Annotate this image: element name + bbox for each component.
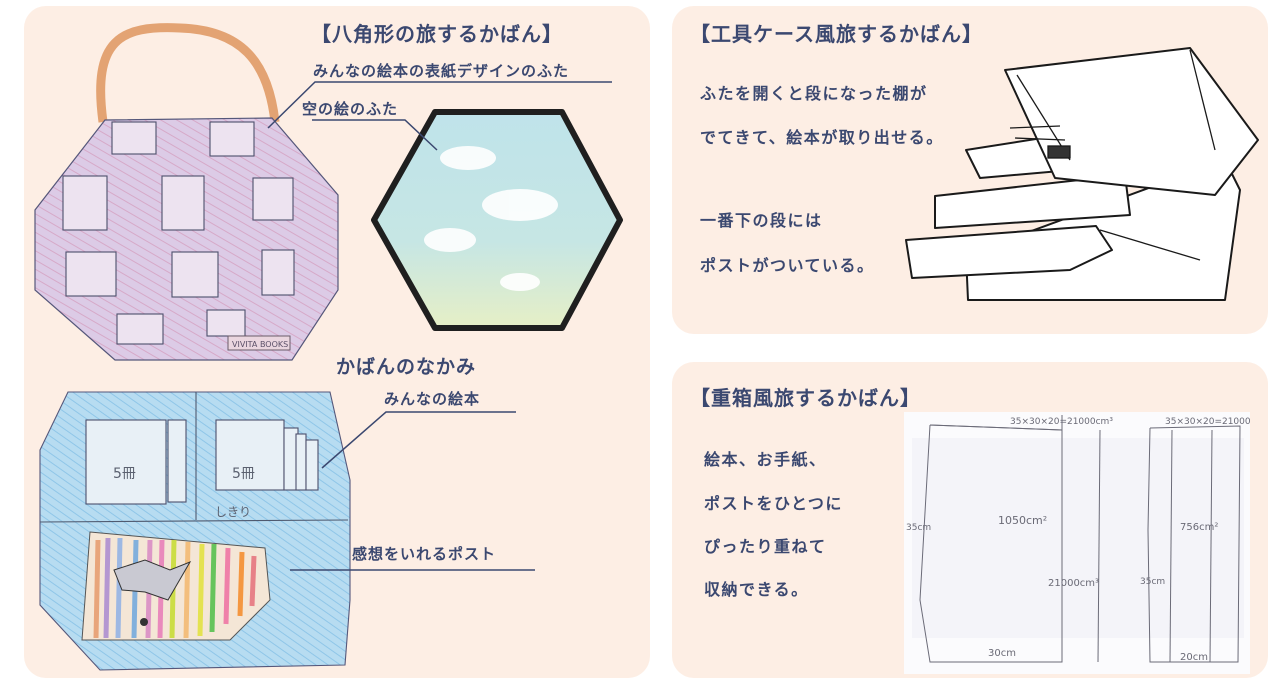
tool-case-title: 【工具ケース風旅するかばん】 xyxy=(690,22,983,46)
divider-note: しきり xyxy=(215,505,251,519)
sky-lid-label: 空の絵のふた xyxy=(302,100,399,118)
right-height-note: 35cm xyxy=(1140,577,1165,587)
tool-case-desc-line-1: ふたを開くと段になった棚が xyxy=(700,84,928,103)
stacked-desc-line-2: ポストをひとつに xyxy=(704,494,843,513)
stacked-desc-line-1: 絵本、お手紙、 xyxy=(704,450,827,469)
tool-case-note-line-1: 一番下の段には xyxy=(700,211,823,230)
rainbow-post-box xyxy=(81,531,271,641)
bag-handle xyxy=(96,23,280,123)
books-right-count: 5冊 xyxy=(232,466,255,482)
left-formula-note: 35×30×20=21000cm³ xyxy=(1010,417,1113,427)
books-left-count: 5冊 xyxy=(113,466,136,482)
left-large-volume: 21000cm³ xyxy=(1048,578,1099,589)
left-height-note: 35cm xyxy=(906,523,931,533)
octagon-bag-title: 【八角形の旅するかばん】 xyxy=(311,22,563,46)
stacked-desc-line-4: 収納できる。 xyxy=(704,580,809,599)
right-width-note: 20cm xyxy=(1180,652,1208,663)
right-formula-note: 35×30×20=21000 xyxy=(1165,417,1251,427)
cover-design-leader xyxy=(267,81,612,129)
post-label: 感想をいれるポスト xyxy=(352,545,497,563)
sky-lid-leader xyxy=(312,119,438,151)
tool-case-note-line-2: ポストがついている。 xyxy=(700,256,875,275)
contents-heading: かばんのなかみ xyxy=(336,356,477,378)
stacked-box-title: 【重箱風旅するかばん】 xyxy=(690,386,921,410)
left-small-volume: 1050cm² xyxy=(998,514,1047,527)
picture-books-label: みんなの絵本 xyxy=(384,390,481,408)
sky-lid-hexagon xyxy=(371,109,623,331)
left-width-note: 30cm xyxy=(988,648,1016,659)
stacked-desc-line-3: ぴったり重ねて xyxy=(704,537,827,556)
cover-design-label: みんなの絵本の表紙デザインのふた xyxy=(313,62,570,80)
brand-tag-text: VIVITA BOOKS xyxy=(232,340,288,349)
right-volume: 756cm² xyxy=(1180,522,1218,533)
picture-books-leader xyxy=(321,411,516,469)
tool-case-desc-line-2: でてきて、絵本が取り出せる。 xyxy=(700,128,944,147)
